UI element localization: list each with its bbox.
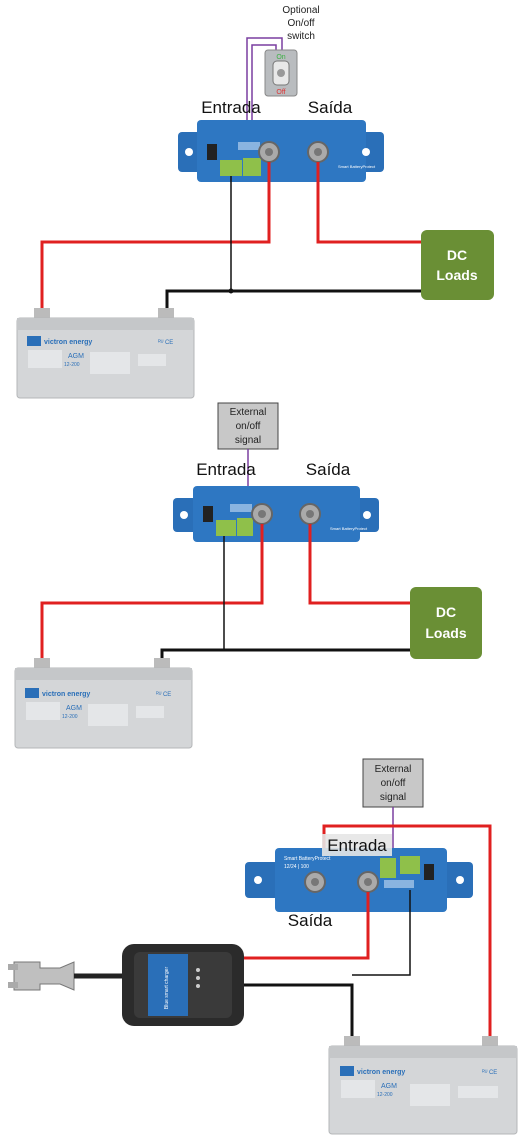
positive-wire [40, 162, 271, 320]
battery-cert: ᴿᵁ CE [156, 691, 171, 698]
signal-box [362, 758, 424, 808]
switch-on-label: On [276, 54, 285, 61]
battery-protect: Smart BatteryProtect 12/24 | 100 [245, 848, 473, 912]
signal-label-line2: on/off [236, 421, 261, 432]
battery-model: AGM [68, 353, 84, 360]
battery: victron energy AGM 12-200 ᴿᵁ CE [16, 308, 195, 399]
output-label: Saída [288, 911, 333, 930]
diagram-switch: Optional On/off switch On Off Entrada Sa… [16, 5, 494, 399]
signal-label-line3: signal [235, 435, 261, 446]
dc-loads: DC Loads [410, 587, 482, 659]
switch-label-line1: Optional [282, 5, 319, 16]
battery-capacity: 12-200 [377, 1092, 393, 1098]
input-label: Entrada [196, 460, 256, 479]
negative-wire [160, 648, 411, 668]
battery-brand: victron energy [357, 1069, 405, 1076]
battery-brand: victron energy [44, 339, 92, 346]
signal-label-line3: signal [380, 792, 406, 803]
diagram-charger: External on/off signal Smart BatteryProt… [8, 758, 518, 1135]
switch-label-line2: On/off [287, 18, 314, 29]
output-label: Saída [306, 460, 351, 479]
switch-label-line3: switch [287, 31, 315, 42]
load-label-line2: Loads [436, 267, 477, 283]
battery-brand: victron energy [42, 691, 90, 698]
positive-wire [230, 892, 370, 960]
protect-spec: 12/24 | 100 [284, 864, 309, 870]
battery: victron energy AGM 12-200 ᴿᵁ CE [14, 658, 193, 749]
positive-wire [40, 524, 264, 668]
battery-protect: Smart BatteryProtect [173, 486, 379, 542]
signal-label-line2: on/off [381, 778, 406, 789]
plug-icon [13, 961, 75, 991]
ground-wire [352, 890, 411, 976]
diagram-external-signal: External on/off signal Entrada Saída Sma… [14, 402, 482, 749]
signal-label-line1: External [375, 764, 412, 775]
signal-box [217, 402, 279, 450]
signal-wire [246, 37, 283, 140]
battery-cert: ᴿᵁ CE [158, 339, 173, 346]
protect-name: Smart BatteryProtect [284, 856, 331, 862]
positive-wire [316, 162, 422, 244]
load-label-line1: DC [447, 247, 467, 263]
battery-model: AGM [381, 1083, 397, 1090]
signal-wire [251, 44, 277, 140]
battery: victron energy AGM 12-200 ᴿᵁ CE [328, 1036, 518, 1135]
battery-model: AGM [66, 705, 82, 712]
negative-wire [165, 289, 422, 320]
positive-wire [308, 524, 411, 605]
battery-protect: Smart BatteryProtect [178, 120, 384, 182]
battery-capacity: 12-200 [62, 714, 78, 720]
load-label-line2: Loads [425, 625, 466, 641]
on-off-switch[interactable]: On Off [264, 49, 298, 97]
output-label: Saída [308, 98, 353, 117]
signal-label-line1: External [230, 407, 267, 418]
switch-off-label: Off [276, 89, 285, 96]
load-label-line1: DC [436, 604, 456, 620]
protect-name: Smart BatteryProtect [338, 164, 376, 169]
protect-name: Smart BatteryProtect [330, 526, 368, 531]
battery-capacity: 12-200 [64, 362, 80, 368]
input-label: Entrada [327, 836, 387, 855]
dc-loads: DC Loads [421, 230, 494, 300]
battery-cert: ᴿᵁ CE [482, 1069, 497, 1076]
input-label: Entrada [201, 98, 261, 117]
negative-wire [230, 983, 354, 1046]
charger-name: Blue smart charger [164, 967, 170, 1010]
charger: Blue smart charger [8, 944, 244, 1026]
